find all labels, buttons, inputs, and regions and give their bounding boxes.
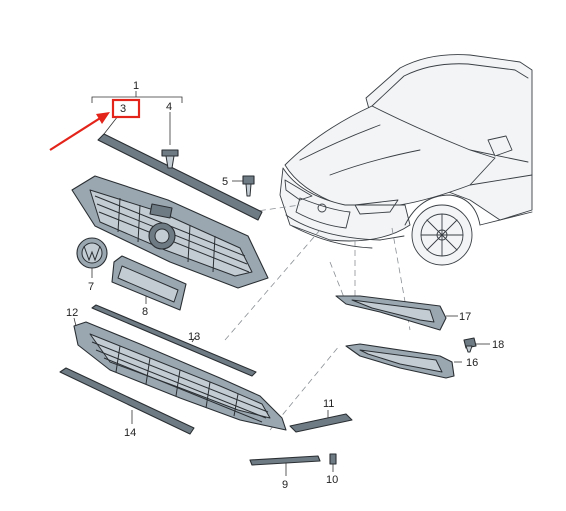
- part-5-screw: [232, 175, 255, 197]
- highlight-arrow-shaft: [49, 114, 106, 151]
- part-17-fog-light-frame-upper: [335, 295, 458, 331]
- part-16-fog-light-frame-lower: [345, 343, 462, 379]
- callout-11: 11: [323, 398, 334, 410]
- part-10-clip: [329, 453, 337, 472]
- part-18-screw: [463, 337, 490, 353]
- part-3-upper-trim-strip: [97, 133, 263, 221]
- callout-3: 3: [120, 103, 126, 115]
- part-8-license-plate-bracket: [111, 255, 187, 311]
- part-13-lower-trim-strip: [91, 304, 257, 377]
- part-7-vw-emblem: [76, 237, 108, 278]
- callout-4: 4: [166, 101, 172, 113]
- highlight-box: [111, 98, 141, 119]
- part-9-trim-strip: [249, 455, 321, 476]
- part-12-lower-grille: [73, 317, 287, 431]
- highlight-marker: [49, 98, 141, 151]
- callout-10: 10: [326, 474, 338, 486]
- callout-16: 16: [466, 357, 478, 369]
- callout-7: 7: [88, 281, 94, 293]
- callout-14: 14: [124, 427, 136, 439]
- part-11-small-trim: [289, 410, 353, 433]
- callout-1-bracket: [91, 91, 183, 135]
- callout-9: 9: [282, 479, 288, 491]
- part-4-screw: [161, 112, 179, 169]
- callout-18: 18: [492, 339, 504, 351]
- callout-labels: 1 3 4 5 7 8 9 10 11 12 13 14 16 17 18: [66, 80, 504, 491]
- car-illustration: [279, 54, 533, 266]
- part-1-upper-grille: [71, 175, 269, 289]
- callout-5: 5: [222, 176, 228, 188]
- callout-12: 12: [66, 307, 78, 319]
- callout-13: 13: [188, 331, 200, 343]
- part-14-lower-chrome-strip: [59, 367, 195, 435]
- assembly-guide-lines: [224, 204, 411, 431]
- callout-8: 8: [142, 306, 148, 318]
- highlight-arrow-head: [96, 112, 110, 124]
- callout-1: 1: [133, 80, 139, 92]
- callout-17: 17: [459, 311, 471, 323]
